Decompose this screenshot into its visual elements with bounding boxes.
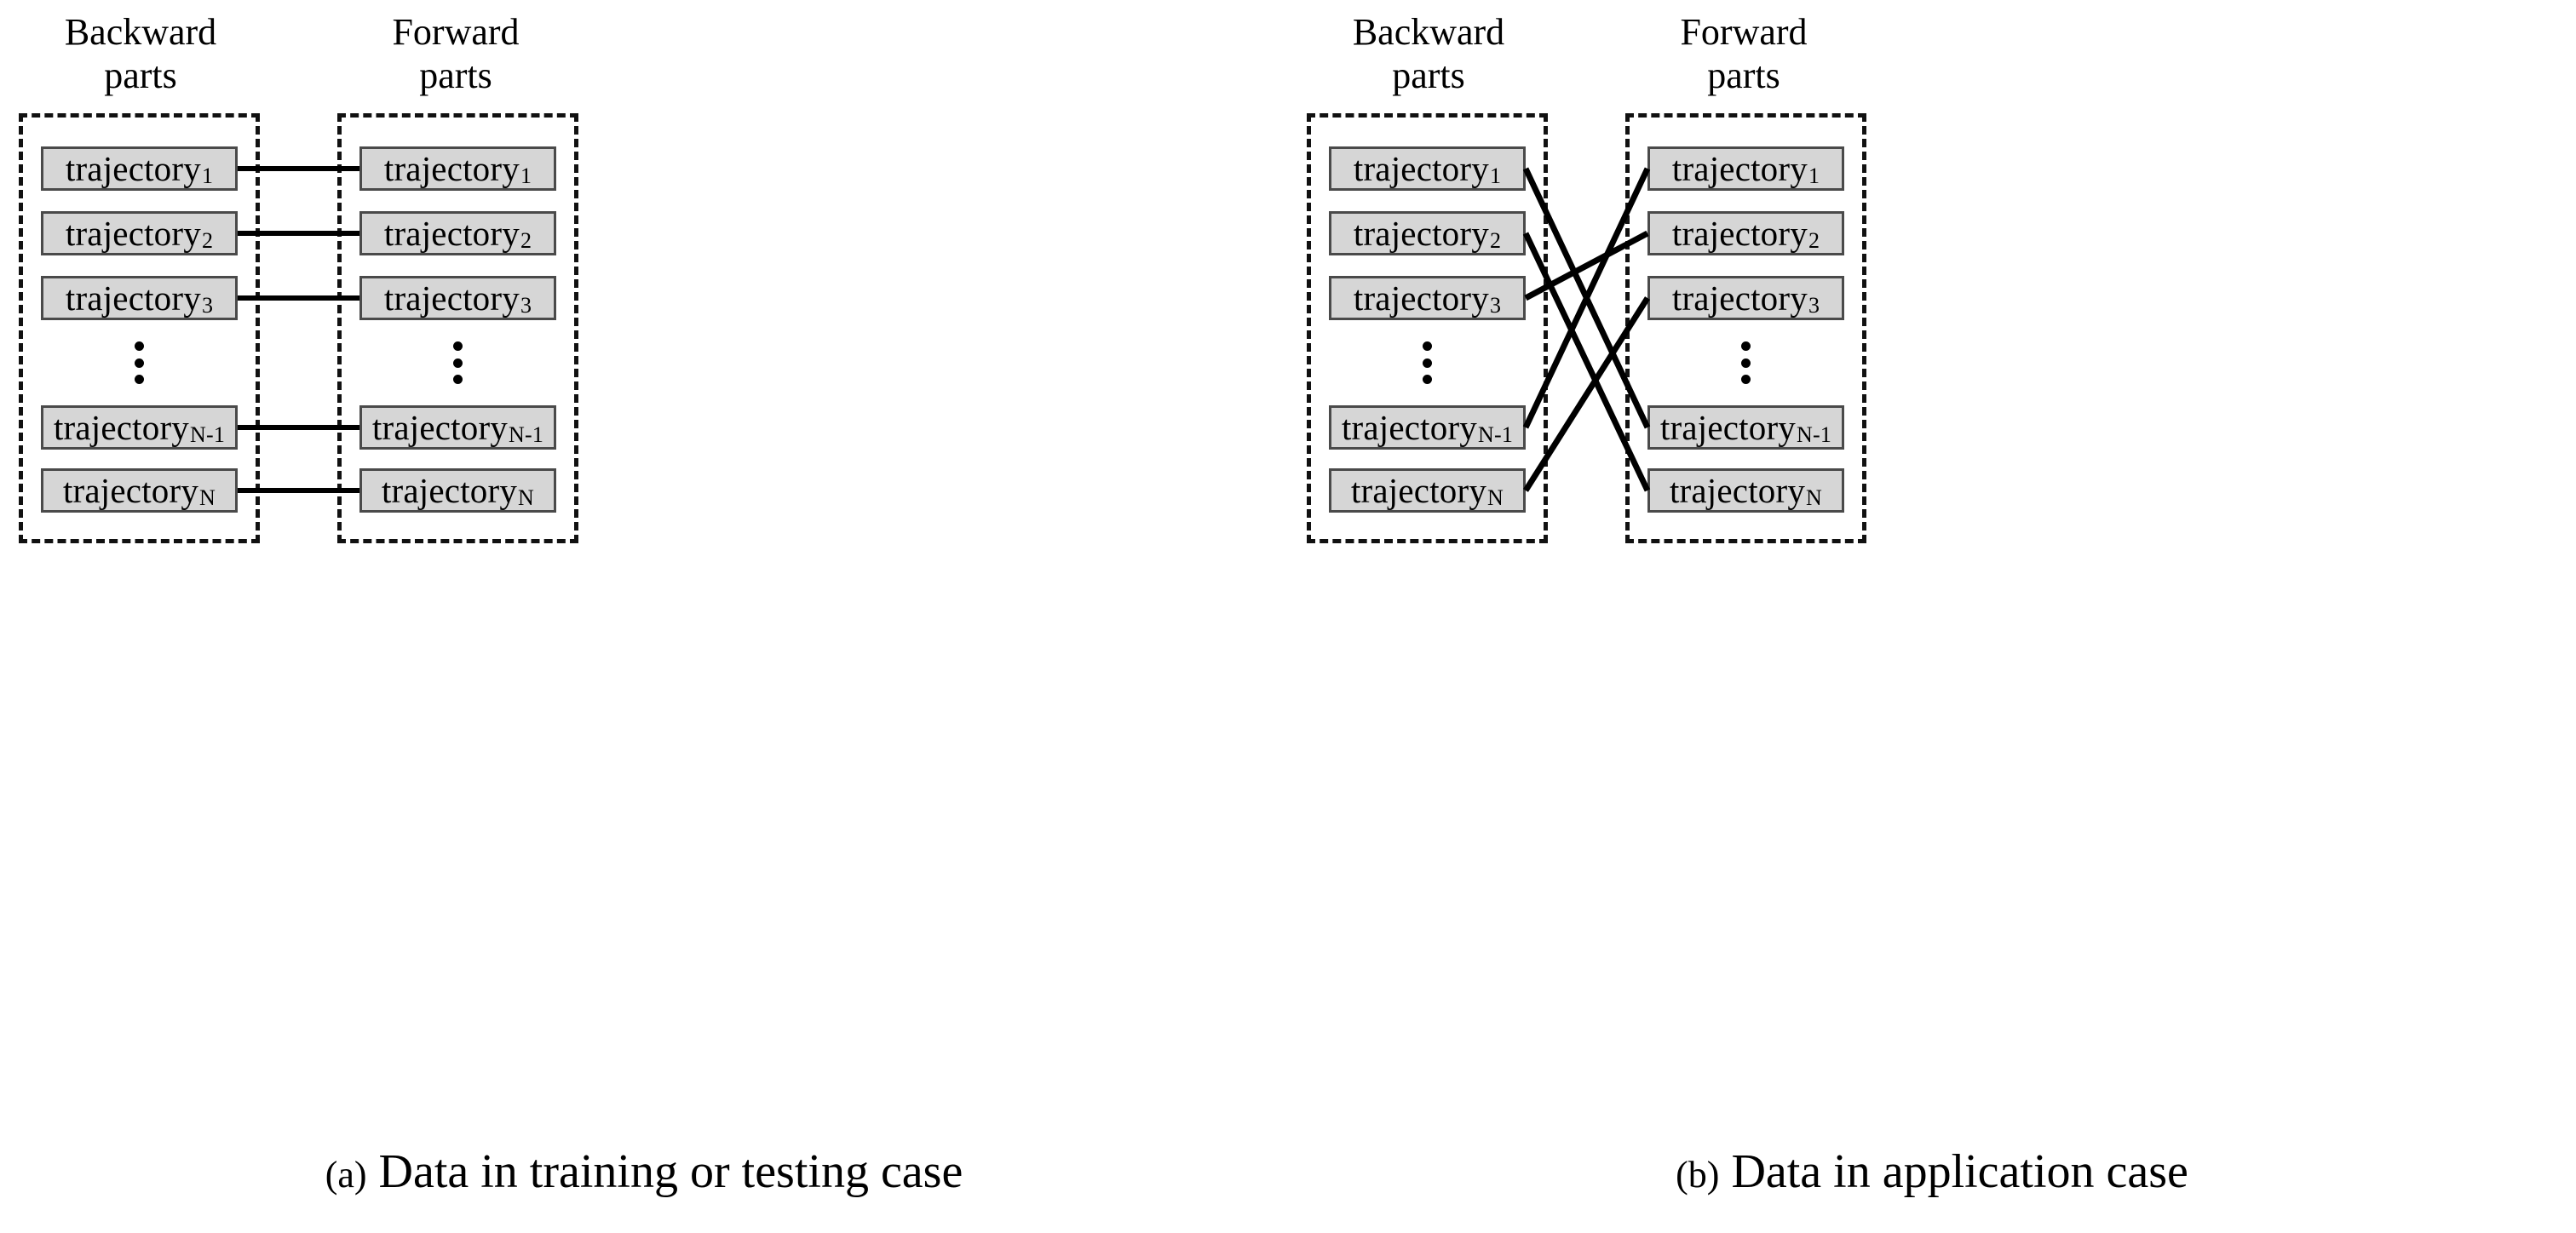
trajectory-subscript: 1	[1489, 163, 1502, 188]
panel-b-caption-tag: (b)	[1676, 1154, 1720, 1196]
trajectory-label: trajectory	[383, 278, 520, 318]
panel-a-forward-ellipsis	[440, 341, 474, 384]
trajectory-subscript: 3	[1808, 293, 1820, 318]
trajectory-label: trajectory	[65, 148, 201, 188]
trajectory-subscript: 1	[520, 163, 532, 188]
trajectory-label: trajectory	[1669, 470, 1806, 510]
trajectory-subscript: 2	[201, 228, 214, 253]
trajectory-label: trajectory	[65, 278, 201, 318]
trajectory-subscript: N	[1806, 485, 1823, 510]
trajectory-label: trajectory	[1671, 278, 1808, 318]
trajectory-label: trajectory	[383, 148, 520, 188]
trajectory-label: trajectory	[1353, 213, 1489, 253]
panel-b-caption-text: Data in application case	[1731, 1145, 2188, 1198]
trajectory-subscript: 3	[201, 293, 214, 318]
trajectory-label: trajectory	[371, 407, 509, 447]
trajectory-label: trajectory	[65, 213, 201, 253]
panel-a-caption-text: Data in training or testing case	[378, 1145, 963, 1198]
trajectory-subscript: N-1	[1478, 422, 1514, 447]
panel-b-forward-heading: Forward parts	[1680, 11, 1808, 97]
panel-b-backward-heading: Backward parts	[1352, 11, 1505, 97]
panel-a-caption: (a) Data in training or testing case	[0, 1148, 1288, 1196]
trajectory-label: trajectory	[1671, 148, 1808, 188]
trajectory-label: trajectory	[1353, 148, 1489, 188]
trajectory-subscript: N-1	[509, 422, 544, 447]
trajectory-subscript: 2	[520, 228, 532, 253]
trajectory-label: trajectory	[381, 470, 518, 510]
trajectory-subscript: N	[1487, 485, 1504, 510]
panel-b-forward-ellipsis	[1728, 341, 1762, 384]
trajectory-subscript: N-1	[190, 422, 226, 447]
trajectory-subscript: 3	[1489, 293, 1502, 318]
panel-a-backward-container	[19, 113, 260, 543]
trajectory-subscript: 2	[1489, 228, 1502, 253]
panel-a-caption-tag: (a)	[325, 1154, 367, 1196]
trajectory-subscript: 2	[1808, 228, 1820, 253]
trajectory-subscript: 3	[520, 293, 532, 318]
trajectory-subscript: 1	[1808, 163, 1820, 188]
trajectory-subscript: 1	[201, 163, 214, 188]
trajectory-label: trajectory	[1350, 470, 1487, 510]
panel-b-caption: (b) Data in application case	[1288, 1148, 2576, 1196]
trajectory-label: trajectory	[1353, 278, 1489, 318]
trajectory-subscript: N-1	[1797, 422, 1832, 447]
trajectory-label: trajectory	[53, 407, 190, 447]
trajectory-label: trajectory	[62, 470, 199, 510]
trajectory-label: trajectory	[1671, 213, 1808, 253]
trajectory-label: trajectory	[1341, 407, 1478, 447]
panel-a-backward-ellipsis	[122, 341, 156, 384]
trajectory-label: trajectory	[383, 213, 520, 253]
panel-b-backward-ellipsis	[1410, 341, 1444, 384]
panel-a-forward-heading: Forward parts	[392, 11, 520, 97]
trajectory-subscript: N	[518, 485, 535, 510]
panel-a-backward-heading: Backward parts	[64, 11, 217, 97]
trajectory-subscript: N	[199, 485, 216, 510]
trajectory-label: trajectory	[1659, 407, 1797, 447]
panel-a-forward-container	[337, 113, 578, 543]
